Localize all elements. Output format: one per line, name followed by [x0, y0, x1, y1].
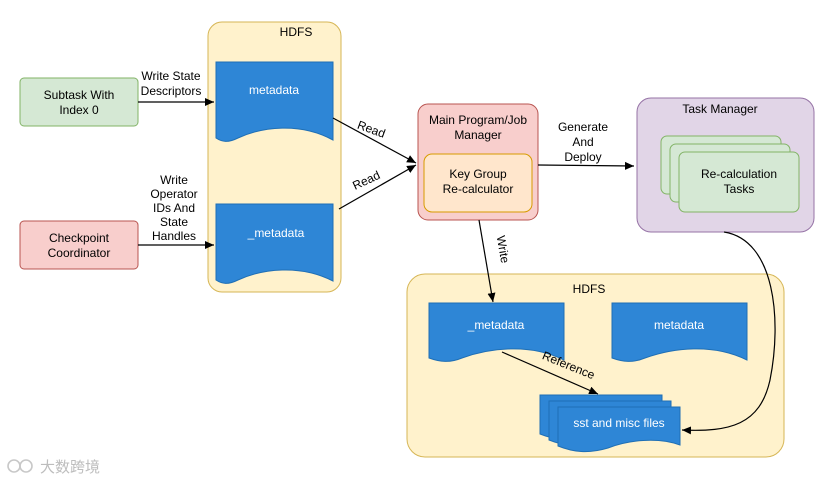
right-doc-metadata-label: metadata	[654, 318, 704, 332]
sst-files-label: sst and misc files	[573, 416, 664, 430]
edge-task-to-files-arrow	[681, 231, 776, 435]
recalc-tasks-label-1: Re-calculation	[701, 167, 777, 181]
edge-generate-arrow	[537, 161, 635, 170]
key-group-label-1: Key Group	[449, 167, 507, 181]
checkpoint-label-1: Checkpoint	[49, 231, 110, 245]
edge-read-1-arrow	[332, 117, 417, 164]
edge-write-down-arrow	[478, 219, 496, 303]
subtask-box	[19, 77, 139, 127]
edge-generate-label-3: Deploy	[564, 150, 601, 164]
sst-files-front	[557, 406, 681, 453]
edge-write-operator-label-5: Handles	[152, 229, 196, 243]
edge-write-operator-label-2: Operator	[150, 187, 197, 201]
right-doc-underscore-metadata-label: _metadata	[467, 318, 525, 332]
key-group-label-2: Re-calculator	[443, 182, 514, 196]
subtask-label-1: Subtask With	[44, 88, 115, 102]
left-doc-metadata-label: metadata	[249, 83, 299, 97]
checkpoint-coordinator-box	[19, 220, 139, 270]
right-doc-underscore-metadata	[428, 302, 565, 362]
edge-generate-label-2: And	[572, 135, 593, 149]
edge-read-1-label: Read	[355, 118, 387, 141]
edge-reference-arrow	[501, 351, 599, 395]
recalc-task-stack-front	[678, 151, 800, 213]
checkpoint-label-2: Coordinator	[48, 246, 111, 260]
edge-write-state-label-2: Descriptors	[141, 84, 202, 98]
edge-write-operator-label-3: IDs And	[153, 201, 195, 215]
watermark-logo: 大数跨境	[7, 458, 100, 476]
task-manager-title: Task Manager	[682, 102, 757, 116]
left-doc-metadata	[215, 61, 334, 142]
main-program-label-1: Main Program/Job	[429, 113, 527, 127]
key-group-box	[423, 153, 533, 213]
subtask-label-2: Index 0	[59, 103, 99, 117]
recalc-tasks-label-2: Tasks	[724, 182, 755, 196]
edge-write-operator-label-4: State	[160, 215, 188, 229]
edge-write-operator-label-1: Write	[160, 173, 188, 187]
right-doc-metadata	[611, 302, 748, 362]
watermark-text: 大数跨境	[40, 458, 100, 476]
edge-read-2-arrow	[338, 164, 417, 210]
edge-generate-label-1: Generate	[558, 120, 608, 134]
left-doc-underscore-metadata	[215, 203, 334, 284]
edge-read-2-label: Read	[350, 168, 382, 193]
edge-write-state-label-1: Write State	[141, 69, 200, 83]
left-doc-underscore-metadata-label: _metadata	[247, 226, 305, 240]
right-hdfs-title: HDFS	[573, 282, 606, 296]
left-hdfs-title: HDFS	[280, 25, 313, 39]
edge-write-down-label: Write	[494, 234, 513, 264]
main-program-label-2: Manager	[454, 128, 501, 142]
